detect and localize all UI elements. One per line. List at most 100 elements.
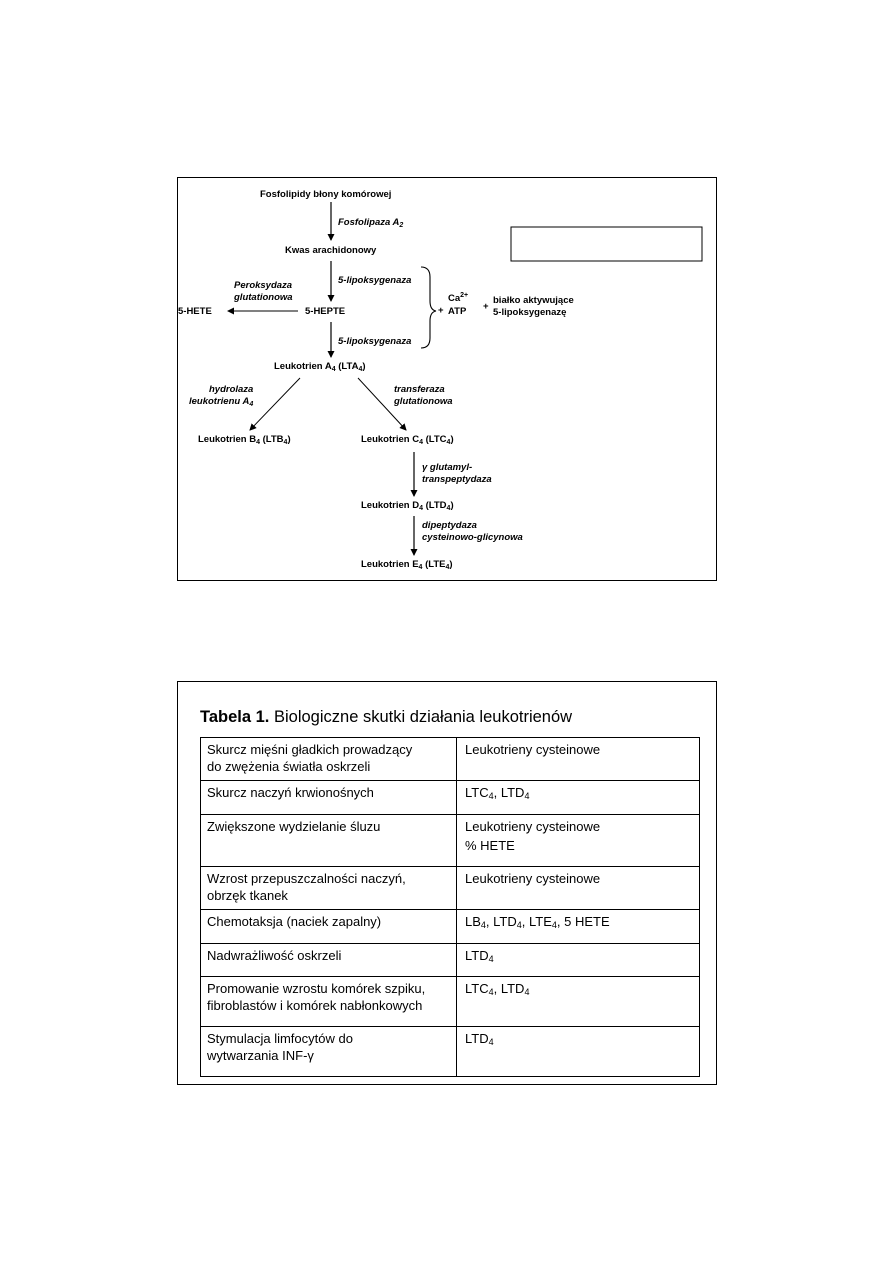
mediator-line: LB4, LTD4, LTE4, 5 HETE bbox=[465, 913, 694, 930]
effect-line: do zwężenia światła oskrzeli bbox=[207, 759, 371, 774]
node-ltb4: Leukotrien B4 (LTB4) bbox=[198, 434, 291, 446]
enzyme-transferase-line1: transferaza bbox=[394, 384, 445, 395]
effect-line: obrzęk tkanek bbox=[207, 888, 288, 903]
table-row: Nadwrażliwość oskrzeli LTD4 bbox=[200, 943, 700, 977]
cofactor-protein-line2: 5-lipoksygenazę bbox=[493, 307, 566, 318]
mediator-subscript: 4 bbox=[524, 987, 530, 997]
mediator-text: % HETE bbox=[465, 838, 515, 853]
cofactor-plus-1: + bbox=[438, 305, 444, 316]
leukotriene-pathway-diagram: Fosfolipidy błony komórowej Kwas arachid… bbox=[177, 177, 717, 581]
enzyme-dipeptidase-line2: cysteinowo-glicynowa bbox=[422, 532, 523, 543]
mediator-text: LTC bbox=[465, 981, 489, 996]
arrow-lta4-to-ltc4 bbox=[357, 377, 407, 431]
table-row: Skurcz mięśni gładkich prowadzący do zwęż… bbox=[200, 737, 700, 781]
effect-cell: Wzrost przepuszczalności naczyń, obrzęk t… bbox=[200, 866, 457, 910]
empty-caption-box bbox=[510, 226, 703, 262]
effects-table-body: Skurcz mięśni gładkich prowadzący do zwęż… bbox=[200, 737, 700, 1077]
enzyme-peroxidase-line1: Peroksydaza bbox=[234, 280, 292, 291]
cofactor-atp: ATP bbox=[448, 306, 467, 317]
enzyme-hydrolase-line1: hydrolaza bbox=[209, 384, 253, 395]
mediator-text: Leukotrieny cysteinowe bbox=[465, 742, 601, 757]
node-5-hepte: 5-HEPTE bbox=[305, 306, 345, 317]
mediator-text: LTC bbox=[465, 785, 489, 800]
mediator-cell: LTD4 bbox=[456, 1026, 700, 1077]
table-title-number: Tabela 1. bbox=[200, 708, 270, 726]
node-ltc4: Leukotrien C4 (LTC4) bbox=[361, 434, 454, 446]
table-row: Chemotaksja (naciek zapalny)LB4, LTD4, L… bbox=[200, 909, 700, 944]
mediator-subscript: 4 bbox=[488, 791, 494, 801]
effect-cell: Skurcz naczyń krwionośnych bbox=[200, 780, 457, 815]
mediator-text: , LTE bbox=[521, 914, 552, 929]
node-ltd4: Leukotrien D4 (LTD4) bbox=[361, 500, 454, 512]
table-title-text: Biologiczne skutki działania leukotrienó… bbox=[269, 708, 573, 726]
effect-line: Stymulacja limfocytów do bbox=[207, 1031, 353, 1046]
mediator-text: , LTD bbox=[493, 981, 525, 996]
mediator-subscript: 4 bbox=[551, 920, 557, 930]
node-5-hete: 5-HETE bbox=[178, 306, 212, 317]
mediator-cell: Leukotrieny cysteinowe bbox=[456, 737, 700, 781]
effect-line: Promowanie wzrostu komórek szpiku, bbox=[207, 981, 426, 996]
cofactor-calcium: Ca2+ bbox=[448, 292, 468, 304]
mediator-subscript: 4 bbox=[488, 954, 494, 964]
table-title: Tabela 1. Biologiczne skutki działania l… bbox=[200, 708, 572, 727]
mediator-text: , LTD bbox=[493, 785, 525, 800]
cofactor-protein-line1: białko aktywujące bbox=[493, 295, 574, 306]
cofactor-brace bbox=[420, 266, 437, 349]
mediator-line: LTC4, LTD4 bbox=[465, 784, 694, 801]
table-row: Stymulacja limfocytów do wytwarzania INF-… bbox=[200, 1026, 700, 1077]
mediator-text: , LTD bbox=[485, 914, 517, 929]
node-arachidonic-acid: Kwas arachidonowy bbox=[285, 245, 377, 256]
mediator-cell: Leukotrieny cysteinowe % HETE bbox=[456, 814, 700, 867]
mediator-line: LTC4, LTD4 bbox=[465, 980, 694, 997]
table-row: Zwiększone wydzielanie śluzu Leukotrieny … bbox=[200, 814, 700, 867]
effects-table-panel: Tabela 1. Biologiczne skutki działania l… bbox=[177, 681, 717, 1085]
effect-line: Wzrost przepuszczalności naczyń, bbox=[207, 871, 406, 886]
node-phospholipids: Fosfolipidy błony komórowej bbox=[260, 189, 391, 200]
mediator-cell: LTC4, LTD4 bbox=[456, 780, 700, 815]
effect-cell: Promowanie wzrostu komórek szpiku, fibrob… bbox=[200, 976, 457, 1027]
effect-cell: Chemotaksja (naciek zapalny) bbox=[200, 909, 457, 944]
effect-cell: Stymulacja limfocytów do wytwarzania INF-… bbox=[200, 1026, 457, 1077]
mediator-line: LTD4 bbox=[465, 947, 694, 964]
mediator-subscript: 4 bbox=[488, 987, 494, 997]
node-lte4: Leukotrien E4 (LTE4) bbox=[361, 559, 453, 571]
enzyme-5-lipoxygenase-1: 5-lipoksygenaza bbox=[338, 275, 411, 286]
mediator-line: Leukotrieny cysteinowe bbox=[465, 870, 694, 887]
mediator-text: LTD bbox=[465, 948, 489, 963]
mediator-cell: LTD4 bbox=[456, 943, 700, 977]
mediator-text: Leukotrieny cysteinowe bbox=[465, 871, 601, 886]
effect-cell: Skurcz mięśni gładkich prowadzący do zwęż… bbox=[200, 737, 457, 781]
mediator-line: % HETE bbox=[465, 837, 694, 854]
effect-line: Skurcz mięśni gładkich prowadzący bbox=[207, 742, 413, 757]
mediator-text: , 5 HETE bbox=[556, 914, 610, 929]
mediator-line: Leukotrieny cysteinowe bbox=[465, 741, 694, 758]
mediator-text: LTD bbox=[465, 1031, 489, 1046]
mediator-text: LB bbox=[465, 914, 481, 929]
enzyme-transferase-line2: glutationowa bbox=[393, 396, 453, 407]
effect-line: Zwiększone wydzielanie śluzu bbox=[207, 819, 381, 834]
effect-line: Nadwrażliwość oskrzeli bbox=[207, 948, 342, 963]
mediator-subscript: 4 bbox=[524, 791, 530, 801]
enzyme-dipeptidase-line1: dipeptydaza bbox=[422, 520, 477, 531]
effect-line: fibroblastów i komórek nabłonkowych bbox=[207, 998, 423, 1013]
mediator-line: Leukotrieny cysteinowe bbox=[465, 818, 694, 835]
node-lta4: Leukotrien A4 (LTA4) bbox=[274, 361, 366, 373]
effects-table: Skurcz mięśni gładkich prowadzący do zwęż… bbox=[200, 737, 700, 1077]
mediator-subscript: 4 bbox=[480, 920, 486, 930]
mediator-cell: Leukotrieny cysteinowe bbox=[456, 866, 700, 910]
effect-line: Skurcz naczyń krwionośnych bbox=[207, 785, 374, 800]
effect-line: Chemotaksja (naciek zapalny) bbox=[207, 914, 382, 929]
mediator-text: Leukotrieny cysteinowe bbox=[465, 819, 601, 834]
effect-cell: Nadwrażliwość oskrzeli bbox=[200, 943, 457, 977]
mediator-subscript: 4 bbox=[516, 920, 522, 930]
enzyme-peroxidase-line2: glutationowa bbox=[233, 292, 293, 303]
mediator-cell: LTC4, LTD4 bbox=[456, 976, 700, 1027]
enzyme-hydrolase-line2: leukotrienu A4 bbox=[189, 396, 253, 408]
cofactor-plus-2: + bbox=[483, 301, 489, 312]
pathway-svg: Fosfolipidy błony komórowej Kwas arachid… bbox=[178, 189, 703, 571]
mediator-subscript: 4 bbox=[488, 1037, 494, 1047]
effect-line: wytwarzania INF-γ bbox=[207, 1048, 314, 1063]
enzyme-5-lipoxygenase-2: 5-lipoksygenaza bbox=[338, 336, 411, 347]
enzyme-gamma-gt-line1: γ glutamyl- bbox=[422, 462, 472, 473]
